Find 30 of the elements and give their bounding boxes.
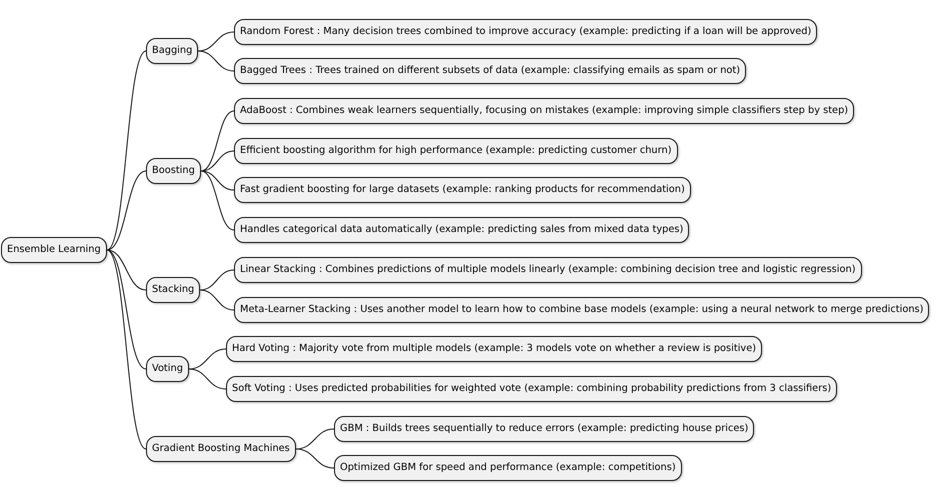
topic-box: Boosting — [146, 158, 201, 184]
branch-line — [106, 250, 146, 450]
topic-box: Fast gradient boosting for large datasets (example: ranking products for recommendation) — [234, 177, 691, 203]
topic-box: Bagging — [146, 38, 198, 64]
topic-box: Gradient Boosting Machines — [146, 436, 296, 462]
topic-box: Soft Voting : Uses predicted probabilities for weighted vote (example: combining probability predictions from 3 classifiers) — [226, 376, 838, 402]
topic-box: AdaBoost : Combines weak learners sequentially, focusing on mistakes (example: improving simple classifiers step by step) — [234, 98, 854, 124]
topic-box: GBM : Builds trees sequentially to reduce errors (example: predicting house prices) — [334, 416, 754, 442]
topic-box: Efficient boosting algorithm for high performance (example: predicting customer churn) — [234, 138, 678, 164]
topic-box: Linear Stacking : Combines predictions of multiple models linearly (example: combining decision tree and logistic regression) — [234, 257, 862, 283]
branch-line — [198, 50, 234, 72]
branch-line — [106, 250, 146, 370]
branch-line — [200, 290, 234, 310]
branch-line — [106, 250, 146, 290]
topic-box: Stacking — [146, 277, 200, 303]
branch-line — [106, 170, 146, 250]
branch-line — [200, 110, 234, 172]
branch-line — [106, 50, 146, 250]
branch-line — [200, 170, 234, 230]
topic-box: Handles categorical data automatically (example: predicting sales from mixed data types) — [234, 217, 690, 243]
topic-box: Hard Voting : Majority vote from multiple models (example: 3 models vote on whether a review is positive) — [226, 336, 762, 362]
branch-line — [188, 368, 226, 390]
topic-box: Optimized GBM for speed and performance (example: competitions) — [334, 455, 682, 481]
root-topic-box: Ensemble Learning — [1, 237, 107, 263]
topic-box: Meta-Learner Stacking : Uses another model to learn how to combine base models (example: using a neural network to merge predictions) — [234, 297, 930, 323]
topic-box: Bagged Trees : Trees trained on different subsets of data (example: classifying emails as spam or not) — [234, 58, 746, 84]
branch-line — [200, 170, 234, 190]
topic-box: Voting — [146, 356, 189, 382]
topic-box: Random Forest : Many decision trees combined to improve accuracy (example: predicting if a loan will be approved) — [234, 19, 818, 45]
branch-line — [296, 448, 334, 468]
